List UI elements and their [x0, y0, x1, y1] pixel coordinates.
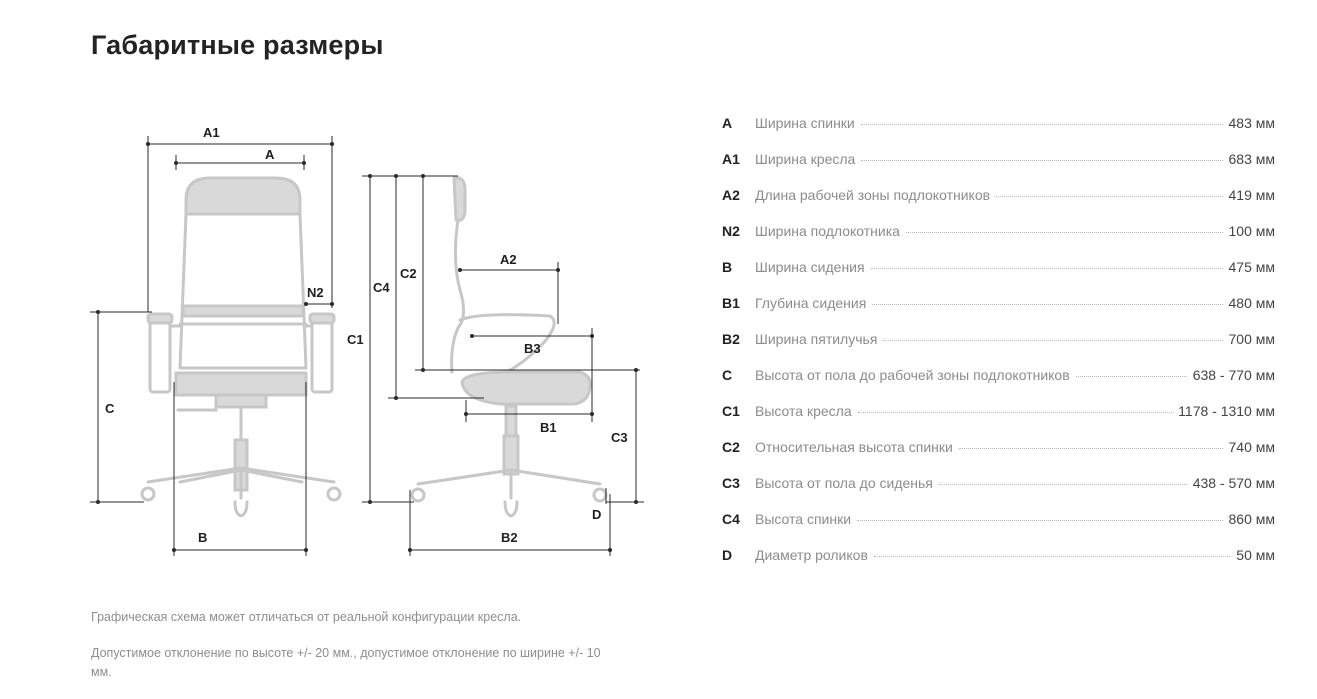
spec-row: B Ширина сидения 475 мм [722, 259, 1275, 295]
spec-key: A1 [722, 151, 740, 167]
label-D: D [592, 507, 601, 522]
spec-row: B1 Глубина сидения 480 мм [722, 295, 1275, 331]
spec-row: C Высота от пола до рабочей зоны подлоко… [722, 367, 1275, 403]
spec-value: 700 мм [1228, 331, 1276, 347]
spec-value: 419 мм [1228, 187, 1276, 203]
chair-side-view [410, 176, 608, 518]
spec-key: C3 [722, 475, 740, 491]
spec-label: Ширина кресла [755, 151, 856, 167]
label-C3: C3 [611, 430, 628, 445]
spec-row: A2 Длина рабочей зоны подлокотников 419 … [722, 187, 1275, 223]
spec-label: Высота спинки [755, 511, 852, 527]
spec-key: C1 [722, 403, 740, 419]
spec-key: C4 [722, 511, 740, 527]
label-C: C [105, 401, 115, 416]
spec-value: 740 мм [1228, 439, 1276, 455]
label-C4: C4 [373, 280, 390, 295]
spec-key: D [722, 547, 733, 563]
spec-key: B [722, 259, 733, 275]
footnotes: Графическая схема может отличаться от ре… [91, 608, 611, 699]
spec-row: A1 Ширина кресла 683 мм [722, 151, 1275, 187]
spec-value: 475 мм [1228, 259, 1276, 275]
spec-row: A Ширина спинки 483 мм [722, 115, 1275, 151]
spec-key: C [722, 367, 733, 383]
spec-row: C3 Высота от пола до сиденья 438 - 570 м… [722, 475, 1275, 511]
spec-label: Ширина пятилучья [755, 331, 878, 347]
dotted-leader [996, 196, 1223, 197]
dotted-leader [870, 268, 1223, 269]
dotted-leader [905, 232, 1223, 233]
dotted-leader [938, 484, 1187, 485]
spec-row: C2 Относительная высота спинки 740 мм [722, 439, 1275, 475]
spec-label: Высота от пола до сиденья [755, 475, 933, 491]
spec-label: Диаметр роликов [755, 547, 868, 563]
label-C2: C2 [400, 266, 417, 281]
label-B3: B3 [524, 341, 541, 356]
spec-label: Высота кресла [755, 403, 852, 419]
label-B: B [198, 530, 207, 545]
dotted-leader [857, 412, 1173, 413]
chair-front-view [140, 176, 342, 518]
label-A1: A1 [203, 125, 220, 140]
dotted-leader [1075, 376, 1187, 377]
spec-value: 100 мм [1228, 223, 1276, 239]
dotted-leader [860, 124, 1223, 125]
dotted-leader [958, 448, 1223, 449]
spec-label: Ширина сидения [755, 259, 865, 275]
page-title: Габаритные размеры [91, 30, 384, 60]
label-B1: B1 [540, 420, 557, 435]
spec-key: A [722, 115, 733, 131]
dotted-leader [857, 520, 1223, 521]
spec-key: A2 [722, 187, 740, 203]
spec-key: B1 [722, 295, 740, 311]
spec-row: D Диаметр роликов 50 мм [722, 547, 1275, 583]
spec-value: 480 мм [1228, 295, 1276, 311]
spec-value: 683 мм [1228, 151, 1276, 167]
spec-row: B2 Ширина пятилучья 700 мм [722, 331, 1275, 367]
spec-row: C1 Высота кресла 1178 - 1310 мм [722, 403, 1275, 439]
spec-label: Ширина спинки [755, 115, 855, 131]
label-A2: A2 [500, 252, 517, 267]
spec-row: C4 Высота спинки 860 мм [722, 511, 1275, 547]
spec-label: Глубина сидения [755, 295, 867, 311]
spec-key: N2 [722, 223, 740, 239]
side-dimensions: C1 C4 C2 A2 B3 B1 C3 [347, 174, 644, 556]
spec-value: 638 - 770 мм [1192, 367, 1275, 383]
spec-value: 1178 - 1310 мм [1178, 403, 1275, 419]
spec-key: B2 [722, 331, 740, 347]
dotted-leader [872, 304, 1223, 305]
label-N2: N2 [307, 285, 324, 300]
footnote-tolerance: Допустимое отклонение по высоте +/- 20 м… [91, 646, 601, 679]
spec-key: C2 [722, 439, 740, 455]
spec-value: 438 - 570 мм [1192, 475, 1275, 491]
spec-label: Ширина подлокотника [755, 223, 900, 239]
label-B2: B2 [501, 530, 518, 545]
footnote-scheme-disclaimer: Графическая схема может отличаться от ре… [91, 610, 522, 624]
spec-list: A Ширина спинки 483 мм A1 Ширина кресла … [722, 115, 1275, 583]
dotted-leader [861, 160, 1223, 161]
label-A: A [265, 147, 275, 162]
label-C1: C1 [347, 332, 364, 347]
spec-label: Относительная высота спинки [755, 439, 953, 455]
spec-label: Длина рабочей зоны подлокотников [755, 187, 991, 203]
spec-value: 860 мм [1228, 511, 1276, 527]
spec-label: Высота от пола до рабочей зоны подлокотн… [755, 367, 1070, 383]
front-dimensions: A1 A N2 C B [90, 125, 334, 556]
chair-dimensions-diagram: A1 A N2 C B [90, 125, 644, 556]
spec-value: 50 мм [1236, 547, 1275, 563]
dotted-leader [873, 556, 1231, 557]
spec-value: 483 мм [1228, 115, 1276, 131]
dotted-leader [883, 340, 1223, 341]
spec-row: N2 Ширина подлокотника 100 мм [722, 223, 1275, 259]
